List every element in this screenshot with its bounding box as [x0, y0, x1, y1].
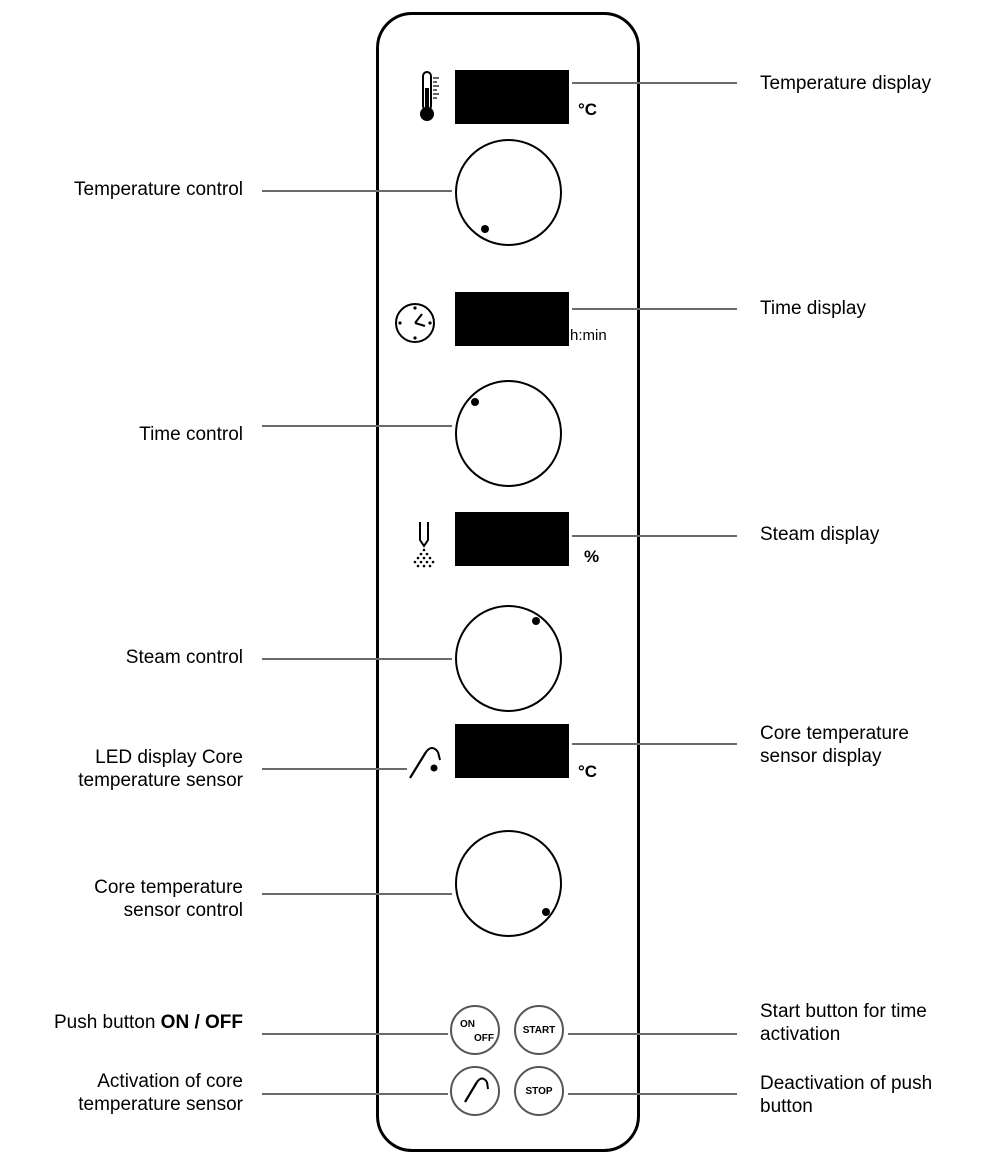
steam-unit: % [584, 547, 600, 566]
steam-icon [410, 520, 440, 573]
label-led-core: LED display Core temperature sensor [78, 747, 243, 791]
label-core-control: Core temperature sensor control [94, 877, 243, 921]
label-temperature-display: Temperature display [760, 73, 932, 94]
temperature-display [455, 70, 569, 124]
control-panel [376, 12, 640, 1152]
clock-icon [392, 300, 438, 351]
leader-core-display [572, 743, 737, 745]
label-start: Start button for time activation [760, 1001, 927, 1045]
core-temperature-knob-indicator [542, 908, 550, 916]
leader-steam-control [262, 658, 452, 660]
leader-time-control [262, 425, 452, 427]
label-temperature-control: Temperature control [74, 179, 243, 200]
leader-on-off [262, 1033, 448, 1035]
core-temperature-unit: °C [578, 762, 598, 781]
leader-temperature-display [572, 82, 737, 84]
temperature-unit: °C [578, 100, 598, 119]
label-steam-display: Steam display [760, 524, 880, 545]
leader-core-control [262, 893, 452, 895]
temperature-knob[interactable] [455, 139, 562, 246]
time-display [455, 292, 569, 346]
leader-activation [262, 1093, 448, 1095]
off-label: OFF [474, 1033, 494, 1044]
temperature-knob-indicator [481, 225, 489, 233]
start-button[interactable]: START [514, 1005, 564, 1055]
core-temperature-knob[interactable] [455, 830, 562, 937]
time-knob-indicator [471, 398, 479, 406]
thermometer-icon [415, 70, 441, 129]
leader-steam-display [572, 535, 737, 537]
stop-button[interactable]: STOP [514, 1066, 564, 1116]
leader-start [568, 1033, 737, 1035]
label-time-display: Time display [760, 298, 866, 319]
steam-knob-indicator [532, 617, 540, 625]
leader-deactivation [568, 1093, 737, 1095]
core-sensor-activation-button[interactable] [450, 1066, 500, 1116]
label-core-display: Core temperature sensor display [760, 723, 909, 767]
time-unit: h:min [570, 327, 607, 344]
core-probe-icon [457, 1072, 493, 1111]
label-deactivation: Deactivation of push button [760, 1073, 933, 1117]
steam-knob[interactable] [455, 605, 562, 712]
label-on-off: Push button ON / OFF [53, 1012, 243, 1033]
core-temperature-display [455, 724, 569, 778]
on-off-button[interactable]: ON OFF [450, 1005, 500, 1055]
start-label: START [522, 1024, 556, 1036]
core-probe-icon [404, 742, 446, 787]
steam-display [455, 512, 569, 566]
label-steam-control: Steam control [125, 647, 243, 668]
leader-time-display [572, 308, 737, 310]
label-time-control: Time control [139, 424, 243, 445]
time-knob[interactable] [455, 380, 562, 487]
stop-label: STOP [525, 1085, 553, 1097]
leader-led-core [262, 768, 407, 770]
label-activation: Activation of core temperature sensor [78, 1071, 243, 1115]
on-label: ON [460, 1019, 475, 1030]
leader-temperature-control [262, 190, 452, 192]
